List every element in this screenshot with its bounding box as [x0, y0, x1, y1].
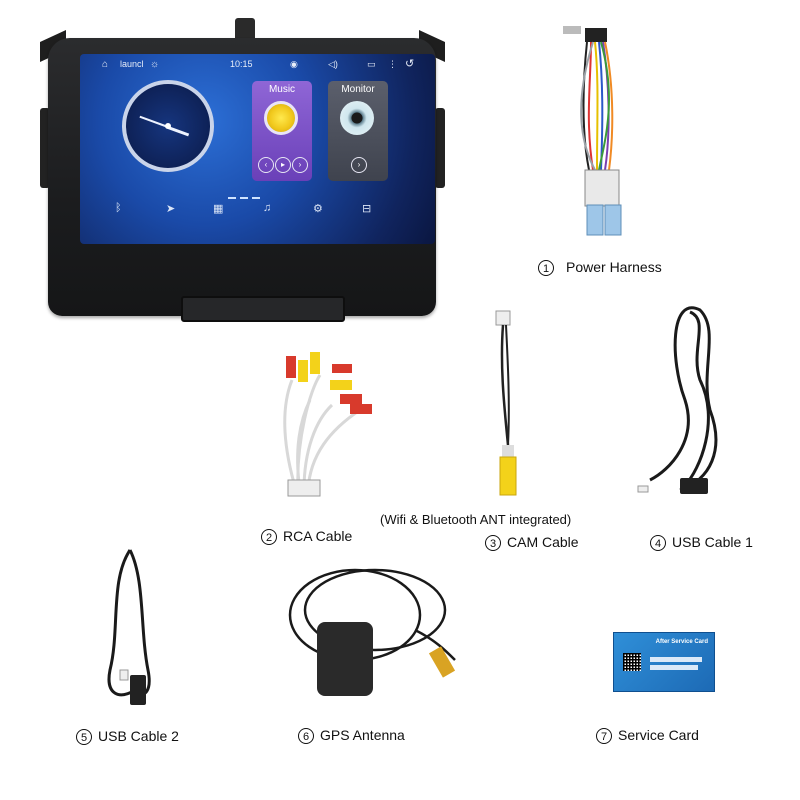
monitor-open-icon[interactable]: › — [351, 157, 367, 173]
side-bracket-right — [435, 108, 445, 188]
gps-antenna-image — [288, 568, 456, 696]
vent-slot — [181, 296, 345, 322]
prev-track-icon[interactable]: ‹ — [258, 157, 274, 173]
monitor-title: Monitor — [341, 84, 375, 95]
brightness-icon[interactable]: ☼ — [150, 59, 160, 70]
music-note-icon[interactable]: ♫ — [263, 202, 272, 214]
minute-hand — [139, 115, 169, 128]
rca-cable-image — [283, 352, 372, 497]
equalizer-icon[interactable]: ⊟ — [362, 203, 372, 215]
navigation-icon[interactable]: ➤ — [166, 203, 176, 215]
cam-cable-image — [495, 310, 517, 496]
side-bracket-left — [40, 108, 50, 188]
qr-code — [623, 653, 641, 671]
next-track-icon[interactable]: › — [292, 157, 308, 173]
head-unit: ⌂ launcl ☼ 10:15 ◉ ◁) ▭ ⋮ ↺ Music ‹ ▸ › … — [40, 18, 445, 322]
settings-icon[interactable]: ⚙ — [313, 203, 323, 215]
touch-screen[interactable]: ⌂ launcl ☼ 10:15 ◉ ◁) ▭ ⋮ ↺ Music ‹ ▸ › … — [80, 54, 435, 244]
status-bar: ⌂ launcl ☼ 10:15 ◉ ◁) ▭ ⋮ ↺ — [80, 54, 435, 74]
status-time: 10:15 — [230, 59, 253, 69]
wifi-icon: ◉ — [290, 59, 298, 69]
app-dock: ᛒ ➤ ▦ ♫ ⚙ ⊟ — [110, 198, 425, 220]
launcher-label: launcl — [120, 59, 144, 69]
service-card-header: After Service Card — [655, 639, 708, 645]
menu-icon[interactable]: ⋮ — [388, 59, 397, 69]
service-card-image: After Service Card — [613, 632, 715, 692]
usb-cable-1-image — [637, 306, 718, 494]
play-pause-icon[interactable]: ▸ — [275, 157, 291, 173]
analog-clock-widget[interactable] — [122, 80, 214, 172]
home-icon[interactable]: ⌂ — [102, 59, 109, 70]
apps-icon[interactable]: ▦ — [213, 203, 224, 215]
mount-clip — [235, 18, 255, 42]
monitor-widget[interactable]: Monitor › — [328, 81, 388, 181]
antenna-note: (Wifi & Bluetooth ANT integrated) — [380, 512, 572, 527]
usb-cable-2-image — [107, 549, 151, 705]
camera-icon — [340, 101, 374, 135]
music-disc-icon — [264, 101, 298, 135]
music-widget[interactable]: Music ‹ ▸ › — [252, 81, 312, 181]
music-title: Music — [268, 84, 296, 95]
page-indicator — [228, 186, 268, 199]
window-icon[interactable]: ▭ — [367, 59, 376, 69]
hour-hand — [167, 126, 190, 137]
volume-icon[interactable]: ◁) — [328, 59, 338, 69]
clock-center — [165, 123, 171, 129]
back-icon[interactable]: ↺ — [405, 58, 415, 70]
power-harness-image — [563, 26, 622, 236]
bluetooth-icon[interactable]: ᛒ — [115, 202, 122, 214]
